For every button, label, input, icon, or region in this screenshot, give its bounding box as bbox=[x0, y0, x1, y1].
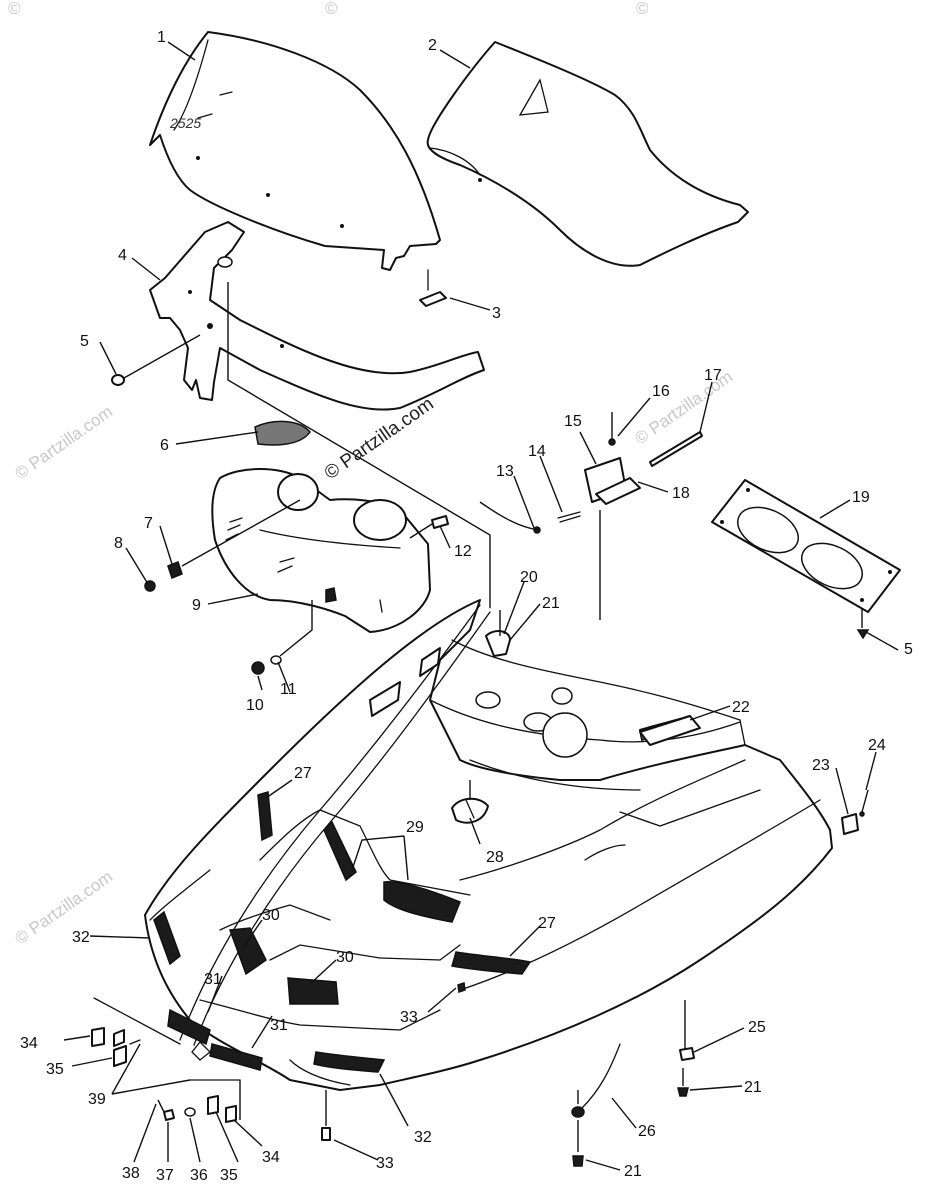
console-cover bbox=[426, 41, 749, 267]
nut-part-10 bbox=[251, 661, 265, 675]
callout-34-left: 34 bbox=[20, 1035, 38, 1052]
leader-7 bbox=[181, 499, 301, 567]
hood-front-details bbox=[149, 809, 471, 1086]
callout-30-upper: 30 bbox=[262, 907, 280, 924]
callout-18: 18 bbox=[672, 485, 690, 502]
callout-30-lower: 30 bbox=[336, 949, 354, 966]
callout-37: 37 bbox=[156, 1167, 174, 1184]
callout-2: 2 bbox=[428, 37, 437, 54]
foam-pad bbox=[254, 420, 311, 446]
pin-part-24 bbox=[859, 789, 869, 817]
lower-left-hardware bbox=[91, 997, 331, 1141]
callout-13: 13 bbox=[496, 463, 514, 480]
callout-labels: 1 2 3 4 5 5 6 7 8 9 10 11 12 13 14 15 16… bbox=[20, 29, 913, 1184]
headlight-housing bbox=[211, 468, 431, 633]
callout-22: 22 bbox=[732, 699, 750, 716]
callout-8: 8 bbox=[114, 535, 123, 552]
callout-12: 12 bbox=[454, 543, 472, 560]
inserts bbox=[153, 791, 532, 1073]
callout-33-lower: 33 bbox=[376, 1155, 394, 1172]
callout-16: 16 bbox=[652, 383, 670, 400]
bracket-part-28 bbox=[451, 780, 489, 824]
callout-35-bottom: 35 bbox=[220, 1167, 238, 1184]
support-bracket bbox=[149, 221, 485, 411]
leader-10 bbox=[279, 600, 313, 657]
watermark-top-middle: © bbox=[325, 0, 338, 18]
nut-part-7 bbox=[167, 561, 183, 579]
callout-33-upper: 33 bbox=[400, 1009, 418, 1026]
callout-17: 17 bbox=[704, 367, 722, 384]
windshield-marking: 2525 bbox=[169, 115, 201, 131]
callout-27-upper: 27 bbox=[294, 765, 312, 782]
callout-7: 7 bbox=[144, 515, 153, 532]
callout-36: 36 bbox=[190, 1167, 208, 1184]
callout-35-left: 35 bbox=[46, 1061, 64, 1078]
callout-39: 39 bbox=[88, 1091, 106, 1108]
callout-29: 29 bbox=[406, 819, 424, 836]
leader-lines bbox=[63, 41, 899, 1171]
windshield: 2525 bbox=[149, 31, 441, 271]
callout-6: 6 bbox=[160, 437, 169, 454]
washer-part-11 bbox=[270, 655, 282, 665]
callout-1: 1 bbox=[157, 29, 166, 46]
callout-9: 9 bbox=[192, 597, 201, 614]
callout-31-lower: 31 bbox=[270, 1017, 288, 1034]
callout-21-top: 21 bbox=[542, 595, 560, 612]
gasket-plate bbox=[711, 479, 901, 628]
callout-14: 14 bbox=[528, 443, 546, 460]
watermark-left-upper: © Partzilla.com bbox=[11, 402, 116, 483]
screw-part-5-left bbox=[111, 334, 201, 386]
callout-26: 26 bbox=[638, 1123, 656, 1140]
callout-19: 19 bbox=[852, 489, 870, 506]
leader-bracket-mount bbox=[227, 282, 491, 608]
clip-part-3 bbox=[419, 269, 447, 307]
callout-20: 20 bbox=[520, 569, 538, 586]
callout-32-left: 32 bbox=[72, 929, 90, 946]
callout-5-right: 5 bbox=[904, 641, 913, 658]
callout-15: 15 bbox=[564, 413, 582, 430]
bracket-part-23 bbox=[841, 813, 859, 835]
right-hardware bbox=[571, 1000, 695, 1167]
callout-38: 38 bbox=[122, 1165, 140, 1182]
callout-11: 11 bbox=[280, 681, 297, 698]
callout-10: 10 bbox=[246, 697, 264, 714]
callout-5-left: 5 bbox=[80, 333, 89, 350]
callout-3: 3 bbox=[492, 305, 501, 322]
screw-part-5-right bbox=[856, 629, 870, 640]
callout-21-bottom: 21 bbox=[624, 1163, 642, 1180]
small-hardware-13-18 bbox=[479, 412, 703, 620]
callout-4: 4 bbox=[118, 247, 127, 264]
callout-24: 24 bbox=[868, 737, 886, 754]
hood bbox=[144, 599, 833, 1091]
callout-28: 28 bbox=[486, 849, 504, 866]
callout-31-upper: 31 bbox=[204, 971, 222, 988]
watermark-top-left: © bbox=[8, 0, 21, 18]
callout-32-bottom: 32 bbox=[414, 1129, 432, 1146]
callout-27-lower: 27 bbox=[538, 915, 556, 932]
callout-34-bottom: 34 bbox=[262, 1149, 280, 1166]
watermark-top-right: © bbox=[636, 0, 649, 18]
callout-23: 23 bbox=[812, 757, 830, 774]
callout-21-right: 21 bbox=[744, 1079, 762, 1096]
callout-25: 25 bbox=[748, 1019, 766, 1036]
screw-part-12 bbox=[409, 515, 449, 539]
